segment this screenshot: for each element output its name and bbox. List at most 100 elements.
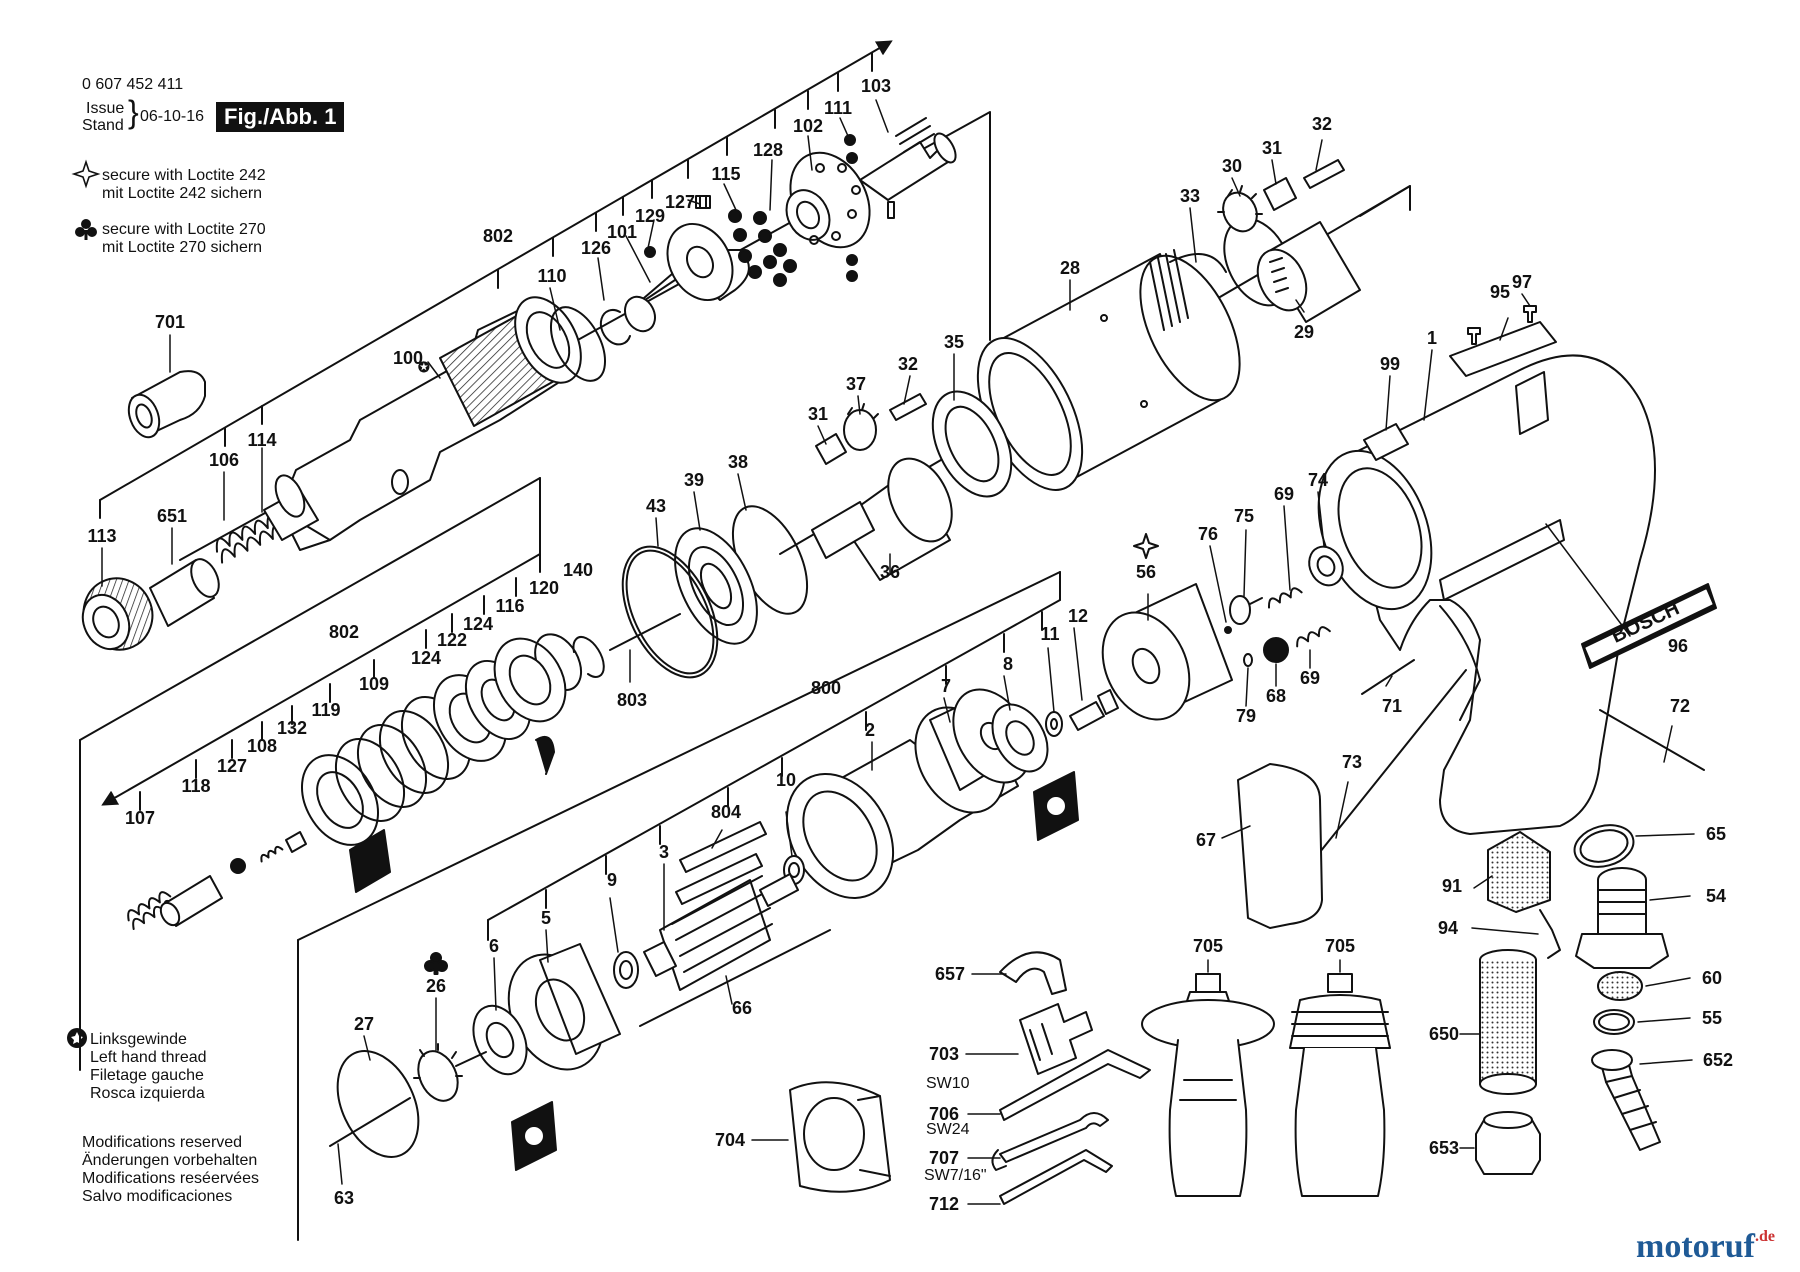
part-55-seal-ring	[1593, 1009, 1635, 1035]
part-label-74: 74	[1308, 470, 1328, 490]
part-label-12: 12	[1068, 606, 1088, 626]
part-label-122: 122	[437, 630, 467, 650]
issue-date: 06-10-16	[140, 108, 205, 125]
part-label-802: 802	[329, 622, 359, 642]
part-803-pin	[609, 613, 681, 651]
part-804-vanes	[675, 821, 767, 905]
part-label-73: 73	[1342, 752, 1362, 772]
part-31-roller	[1263, 177, 1297, 211]
part-label-97: 97	[1512, 272, 1532, 292]
wrench-size-sw10: SW10	[926, 1075, 970, 1092]
part-label-126: 126	[581, 238, 611, 258]
part-label-802: 802	[483, 226, 513, 246]
part-label-650: 650	[1429, 1024, 1459, 1044]
issue-label: Issue	[86, 100, 125, 117]
part-65-o-ring	[1573, 824, 1635, 868]
part-label-652: 652	[1703, 1050, 1733, 1070]
part-label-5: 5	[541, 908, 551, 928]
part-label-114: 114	[247, 430, 276, 450]
part-100-chuck-body	[279, 296, 582, 551]
part-label-31: 31	[1262, 138, 1282, 158]
part-label-128: 128	[753, 140, 783, 160]
part-101-spindle	[624, 222, 750, 333]
part-label-701: 701	[155, 312, 185, 332]
part-label-95: 95	[1490, 282, 1510, 302]
part-label-803: 803	[617, 690, 647, 710]
part-66-rod	[639, 929, 831, 1027]
part-label-127: 127	[217, 756, 247, 776]
part-label-28: 28	[1060, 258, 1080, 278]
part-32-pin	[1303, 159, 1345, 189]
issue-brace: }	[128, 94, 139, 130]
part-31-roller-b	[815, 433, 847, 465]
part-label-119: 119	[311, 700, 340, 720]
part-126-c-ring	[599, 309, 631, 346]
part-657-clip	[999, 951, 1067, 995]
note-lh-en: Left hand thread	[90, 1049, 207, 1066]
part-label-11: 11	[1040, 624, 1059, 644]
part-label-94: 94	[1438, 918, 1458, 938]
part-label-29: 29	[1294, 322, 1314, 342]
part-label-27: 27	[354, 1014, 374, 1034]
part-106-spring	[215, 513, 287, 564]
part-704-handle-bracket	[789, 1081, 891, 1193]
tool-707-spanner	[991, 1112, 1109, 1171]
part-label-132: 132	[277, 718, 307, 738]
part-label-3: 3	[659, 842, 669, 862]
part-label-75: 75	[1234, 506, 1254, 526]
part-39-bearing	[674, 527, 758, 645]
part-97-screw	[1467, 305, 1537, 345]
part-33-spring-ring	[1169, 253, 1227, 273]
part-75-valve	[1229, 595, 1263, 625]
part-label-60: 60	[1702, 968, 1722, 988]
part-label-115: 115	[711, 164, 740, 184]
loctite242-star-56-icon	[1133, 533, 1159, 559]
part-140-circlip	[572, 636, 605, 678]
tool-712-hex-key	[999, 1149, 1113, 1205]
part-label-55: 55	[1702, 1008, 1722, 1028]
symbol-grease-left	[349, 736, 555, 893]
note-lh-de: Linksgewinde	[90, 1031, 187, 1048]
part-label-107: 107	[125, 808, 155, 828]
part-label-33: 33	[1180, 186, 1200, 206]
left-thread-symbol-icon	[67, 1028, 87, 1048]
part-32-pin-b	[889, 393, 927, 421]
symbol-box-left-thread-b	[1033, 771, 1079, 841]
figure-badge: Fig./Abb. 1	[216, 102, 345, 132]
leader-lines	[101, 99, 1695, 1205]
part-109-spring	[334, 696, 472, 822]
parts-balls	[644, 134, 858, 287]
note-loctite270-en: secure with Loctite 270	[102, 221, 266, 238]
part-91-silencer	[1487, 831, 1551, 913]
part-label-31: 31	[808, 404, 828, 424]
part-label-32: 32	[1312, 114, 1332, 134]
part-label-118: 118	[181, 776, 210, 796]
part-label-102: 102	[793, 116, 823, 136]
loctite242-star-icon	[71, 159, 101, 189]
part-705-side-handle-a	[1141, 973, 1275, 1197]
part-36-carrier	[811, 457, 953, 581]
part-label-99: 99	[1380, 354, 1400, 374]
part-94-clip	[1539, 909, 1561, 959]
part-60-filter-screen	[1597, 971, 1643, 1001]
part-120-ring	[534, 633, 582, 691]
part-label-101: 101	[607, 222, 637, 242]
note-lh-es: Rosca izquierda	[90, 1085, 205, 1102]
part-102-flange	[785, 151, 871, 249]
part-9-washer	[613, 951, 639, 989]
note-mod-de: Änderungen vorbehalten	[82, 1152, 258, 1169]
part-label-127: 127	[665, 192, 695, 212]
part-label-108: 108	[247, 736, 277, 756]
part-label-2: 2	[865, 720, 875, 740]
tool-706-hex-key	[999, 1049, 1151, 1121]
part-79-washer	[1243, 653, 1253, 667]
note-mod-fr: Modifications reséervées	[82, 1170, 259, 1187]
part-95-nameplate	[1449, 321, 1557, 377]
part-label-36: 36	[880, 562, 900, 582]
part-12-screw	[1069, 689, 1119, 731]
part-label-705: 705	[1193, 936, 1223, 956]
part-label-106: 106	[209, 450, 239, 470]
part-650-silencer-cartridge	[1479, 949, 1537, 1095]
part-label-804: 804	[711, 802, 741, 822]
